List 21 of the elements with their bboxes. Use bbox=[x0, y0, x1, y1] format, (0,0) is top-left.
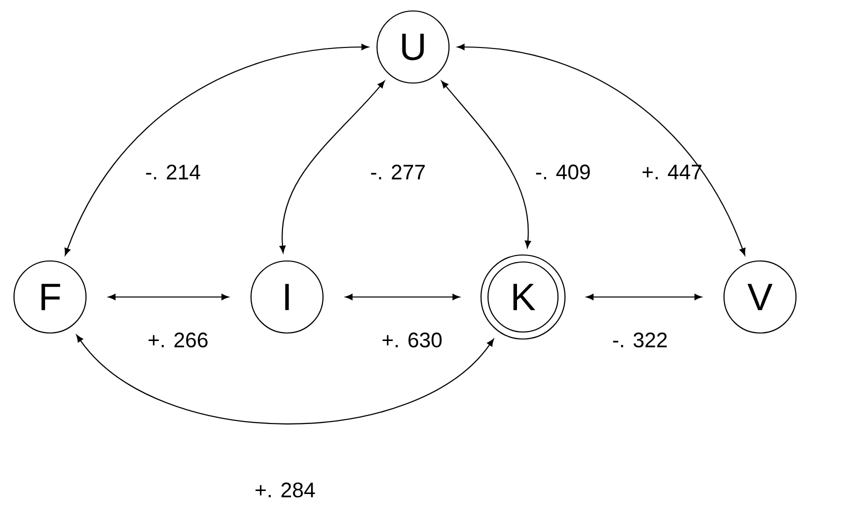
arrow bbox=[108, 294, 229, 300]
edge-label: +. 447 bbox=[642, 164, 702, 180]
edge-label: +. 630 bbox=[382, 332, 442, 348]
edge-label: -. 214 bbox=[146, 164, 200, 180]
arrow bbox=[76, 334, 494, 424]
circle-node: F bbox=[13, 260, 87, 334]
circle-node: I bbox=[250, 260, 324, 334]
edge-label: -. 409 bbox=[536, 164, 590, 180]
arrow bbox=[280, 80, 385, 253]
circle-node: V bbox=[723, 260, 797, 334]
edge-label: -. 322 bbox=[613, 332, 667, 348]
arrow bbox=[586, 294, 702, 300]
arrow bbox=[457, 44, 746, 256]
double-circle-node: K bbox=[480, 254, 566, 340]
edge-label: +. 266 bbox=[148, 332, 208, 348]
arrow bbox=[345, 294, 460, 300]
edge-label: -. 277 bbox=[371, 164, 425, 180]
arrow bbox=[64, 44, 369, 256]
arrow bbox=[441, 80, 531, 248]
edge-label: +. 284 bbox=[256, 482, 315, 498]
circle-node: U bbox=[376, 10, 450, 84]
